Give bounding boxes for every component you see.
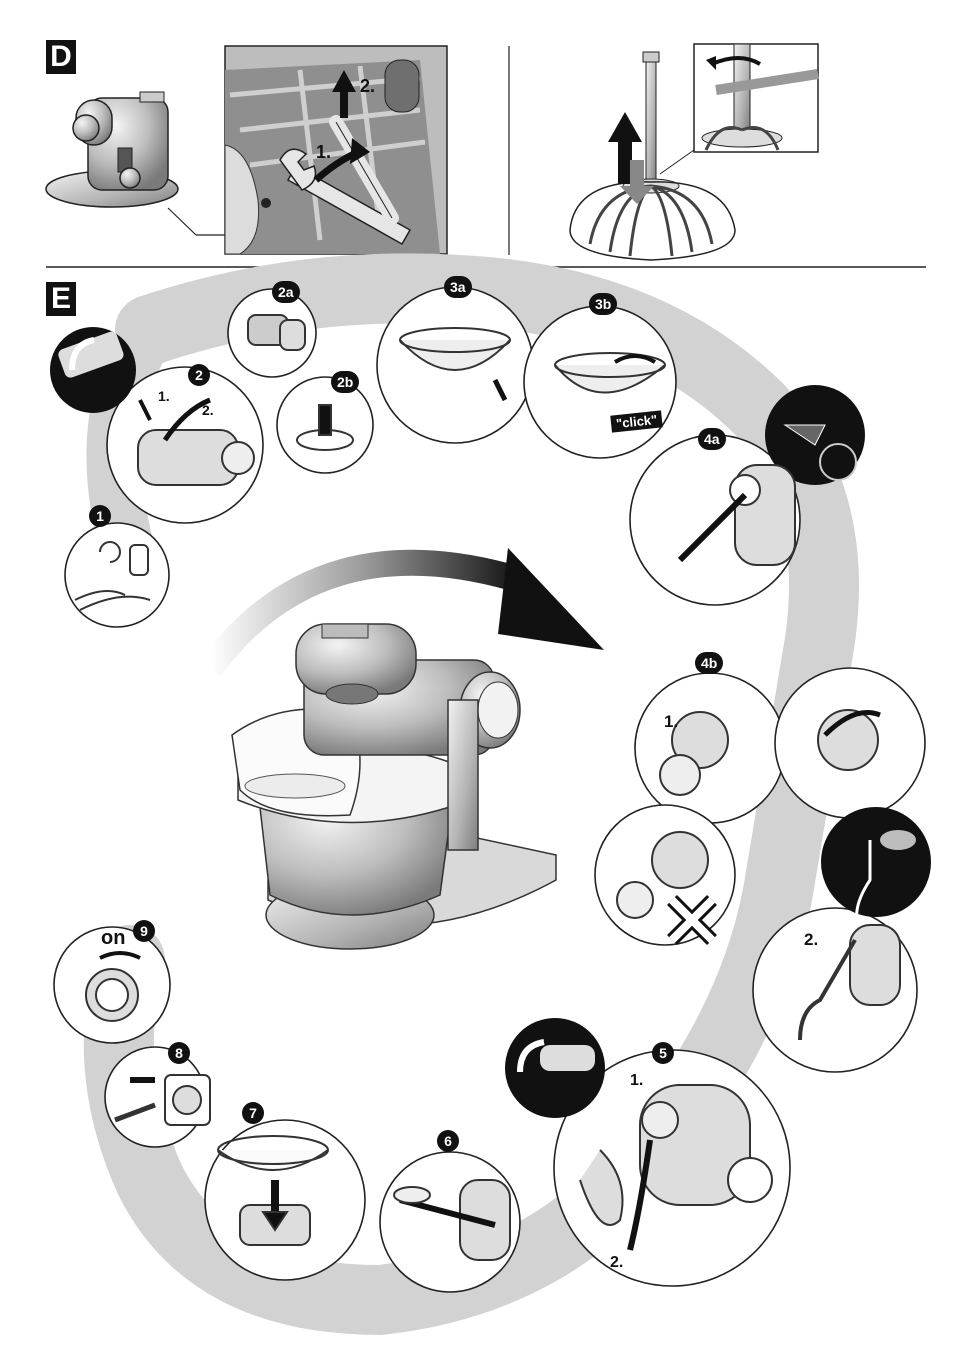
underside-detail-panel xyxy=(224,45,448,255)
kitchen-machine-main xyxy=(231,623,557,950)
step-badge-1: 1 xyxy=(89,505,111,527)
step-4b-substep-1: 1. xyxy=(664,712,679,731)
step-2-substep-2: 2. xyxy=(202,402,214,418)
whisk-illustration-d xyxy=(569,51,736,261)
step-badge-4a: 4a xyxy=(698,428,726,450)
step-badge-3b: 3b xyxy=(589,293,618,315)
step-5-substep-1: 1. xyxy=(630,1072,644,1089)
step-4b-substep-2: 2. xyxy=(804,930,819,949)
step-badge-2: 2 xyxy=(188,364,210,386)
step-5-substep-2: 2. xyxy=(610,1254,624,1271)
step-badge-6: 6 xyxy=(437,1130,459,1152)
step-1-illustration xyxy=(64,522,170,628)
whisk-detail-inset xyxy=(693,43,819,153)
step-2-substep-1: 1. xyxy=(158,388,170,404)
direction-arrow xyxy=(199,548,604,676)
section-label-d: D xyxy=(46,40,76,74)
step-badge-2a: 2a xyxy=(272,281,300,303)
step-badge-7: 7 xyxy=(242,1102,264,1124)
panel-d-step-1: 1. xyxy=(316,142,332,162)
accessory-disc-3 xyxy=(821,807,931,917)
step-badge-8: 8 xyxy=(168,1042,190,1064)
step-sketches xyxy=(74,314,901,1261)
step-badge-4b: 4b xyxy=(695,652,724,674)
step-badge-3a: 3a xyxy=(444,276,472,298)
step-badge-5: 5 xyxy=(652,1042,674,1064)
step-7-illustration xyxy=(204,1119,366,1281)
process-track-shadow xyxy=(83,253,859,1336)
appliance-thumbnail-d xyxy=(45,91,179,208)
panel-d-step-2: 2. xyxy=(360,76,376,96)
step-badge-9: 9 xyxy=(133,920,155,942)
section-label-e: E xyxy=(46,282,76,316)
section-d-illustration xyxy=(45,43,819,261)
step-badge-2b: 2b xyxy=(331,371,360,393)
on-label: on xyxy=(101,927,126,949)
